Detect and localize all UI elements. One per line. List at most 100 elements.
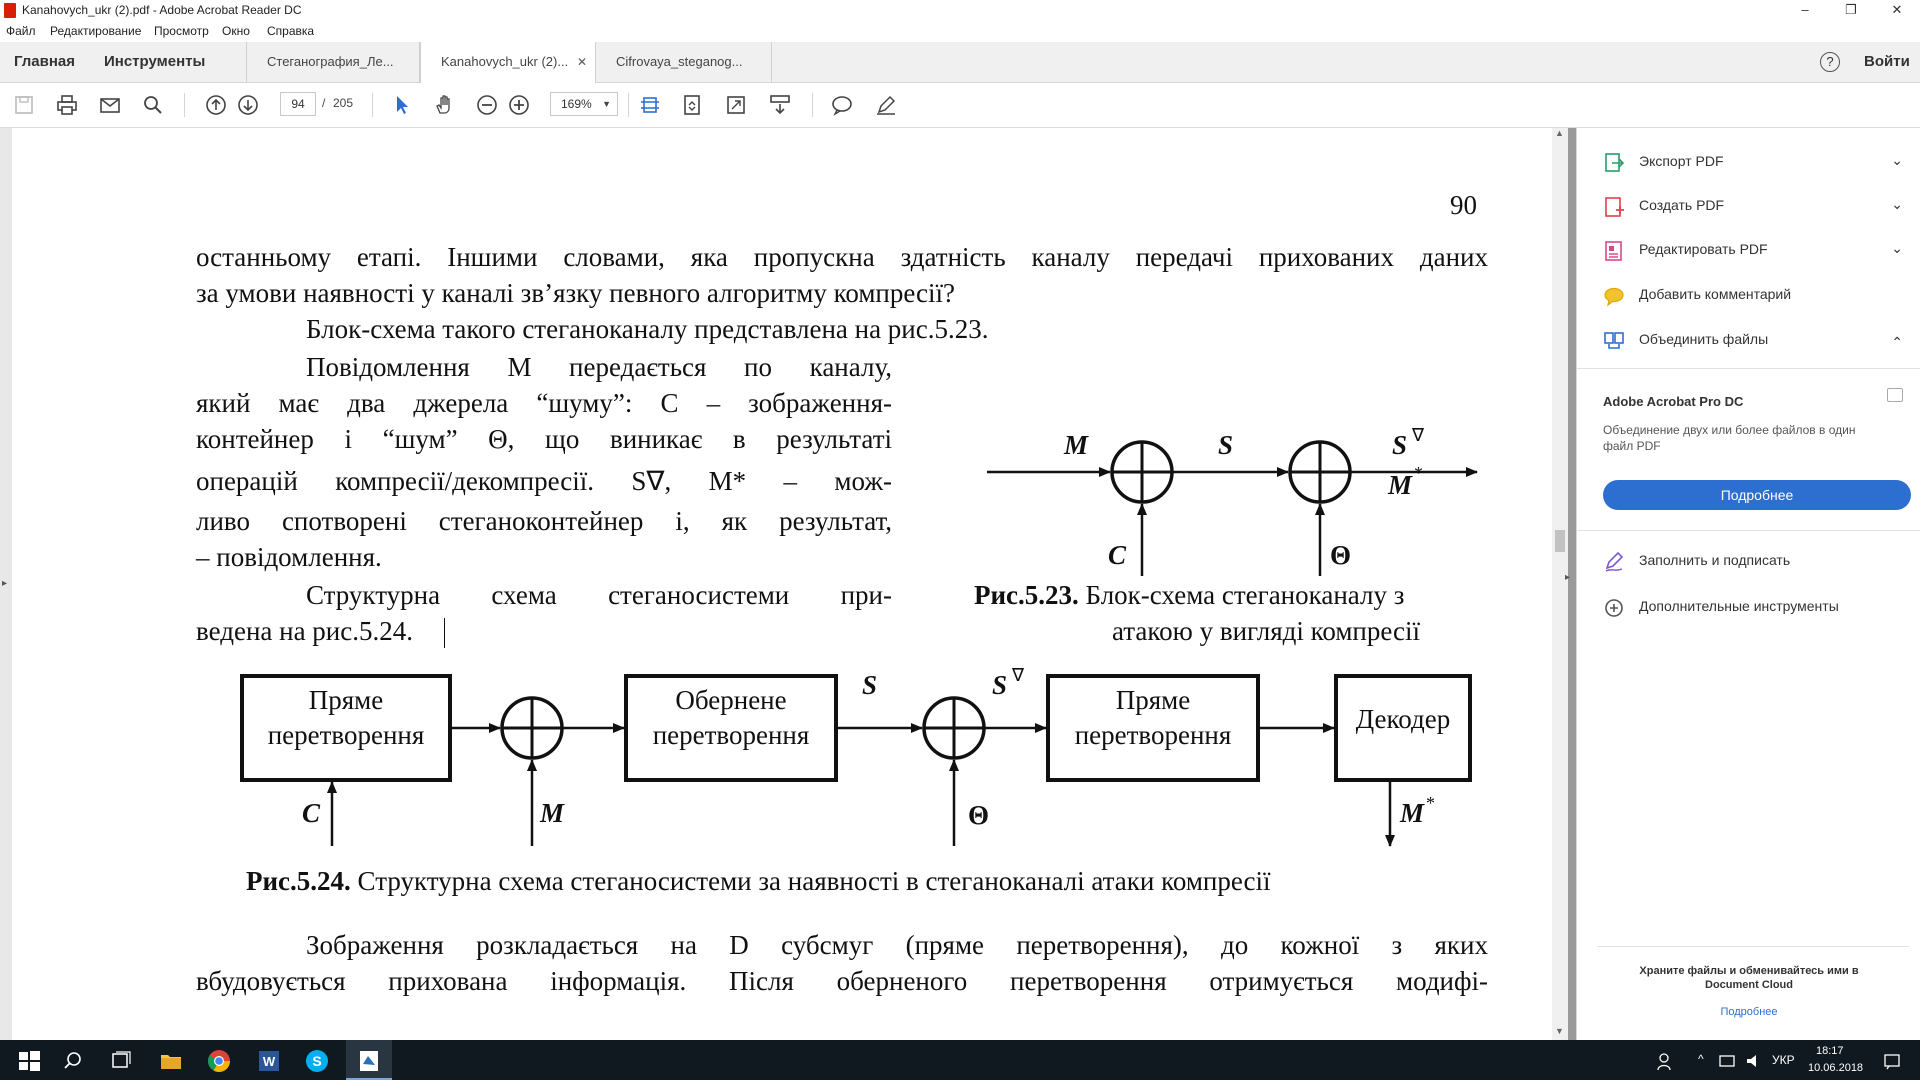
- promo-text: Объединение двух или более файлов в один…: [1603, 423, 1856, 453]
- close-button[interactable]: ✕: [1891, 2, 1903, 17]
- word-icon[interactable]: W: [256, 1048, 282, 1074]
- comment-bubble-icon: [1604, 287, 1624, 307]
- tab-document[interactable]: Cifrovaya_steganog...: [596, 42, 772, 82]
- tool-label: Экспорт PDF: [1639, 153, 1724, 169]
- zoom-in-icon[interactable]: [507, 93, 531, 117]
- chevron-up-icon[interactable]: ⌃: [1891, 334, 1903, 350]
- combine-files-icon: [1604, 332, 1624, 349]
- tab-document-active[interactable]: Kanahovych_ukr (2)... ✕: [420, 42, 596, 83]
- tool-export-pdf[interactable]: Экспорт PDF ⌄: [1603, 144, 1903, 180]
- star-superscript: *: [1414, 463, 1423, 483]
- title-bar: Kanahovych_ukr (2).pdf - Adobe Acrobat R…: [0, 0, 1920, 22]
- search-icon[interactable]: [141, 93, 165, 117]
- full-screen-icon[interactable]: [724, 93, 748, 117]
- comment-icon[interactable]: [830, 93, 854, 117]
- save-icon[interactable]: [12, 93, 36, 117]
- rotate-icon[interactable]: [680, 93, 704, 117]
- zoom-value: 169%: [561, 97, 592, 111]
- chevron-up-icon[interactable]: ^: [1698, 1052, 1704, 1066]
- page-number: 90: [1450, 190, 1477, 220]
- sign-in-button[interactable]: Войти: [1864, 53, 1910, 70]
- scroll-up-icon[interactable]: ▲: [1555, 128, 1564, 138]
- tool-fill-sign[interactable]: Заполнить и подписать: [1603, 543, 1903, 579]
- fit-page-icon[interactable]: [638, 93, 662, 117]
- scroll-mode-icon[interactable]: [768, 93, 792, 117]
- chrome-icon[interactable]: [206, 1048, 232, 1074]
- clock-date[interactable]: 10.06.2018: [1808, 1062, 1864, 1074]
- tab-document-label: Стеганография_Ле...: [267, 54, 394, 69]
- tab-document[interactable]: Стеганография_Ле...: [246, 42, 420, 82]
- divider: [1597, 946, 1909, 947]
- chevron-down-icon[interactable]: ⌄: [1891, 152, 1903, 168]
- zoom-out-icon[interactable]: [475, 93, 499, 117]
- label-M-star: M: [1388, 470, 1413, 500]
- notifications-icon[interactable]: [1882, 1048, 1902, 1074]
- help-icon[interactable]: ?: [1820, 52, 1840, 72]
- chevron-down-icon[interactable]: ⌄: [1891, 240, 1903, 256]
- text-line: Структурна схема стеганосистеми при-: [306, 580, 892, 610]
- zoom-select[interactable]: 169% ▼: [550, 92, 618, 116]
- print-icon[interactable]: [55, 93, 79, 117]
- left-pane-toggle[interactable]: ▸: [0, 128, 12, 1040]
- text-line: – повідомлення.: [196, 542, 382, 572]
- maximize-button[interactable]: ❐: [1845, 2, 1857, 17]
- toolbar-divider: [628, 93, 629, 117]
- label-M: M: [1064, 430, 1089, 460]
- menu-help[interactable]: Справка: [267, 24, 315, 38]
- file-explorer-icon[interactable]: [158, 1048, 184, 1074]
- tool-label: Заполнить и подписать: [1639, 552, 1791, 568]
- acrobat-pdf-icon: [4, 3, 16, 18]
- tab-tools[interactable]: Инструменты: [104, 53, 206, 70]
- input-language[interactable]: УКР: [1772, 1053, 1795, 1067]
- tool-more-tools[interactable]: Дополнительные инструменты: [1603, 589, 1903, 625]
- volume-icon[interactable]: [1744, 1048, 1764, 1074]
- scroll-down-icon[interactable]: ▼: [1555, 1026, 1564, 1036]
- network-icon[interactable]: [1718, 1048, 1738, 1074]
- task-view-icon[interactable]: [108, 1048, 134, 1074]
- next-page-icon[interactable]: [236, 93, 260, 117]
- menu-edit[interactable]: Редактирование: [50, 24, 142, 38]
- toolbar-divider: [184, 93, 185, 117]
- learn-more-button[interactable]: Подробнее: [1603, 480, 1911, 510]
- figure-5-24-diagram: [240, 674, 1472, 847]
- menu-window[interactable]: Окно: [222, 24, 250, 38]
- menu-file[interactable]: Файл: [6, 24, 36, 38]
- tool-combine-files[interactable]: Объединить файлы ⌃: [1603, 322, 1903, 358]
- document-cloud-text: Храните файлы и обменивайтесь ими в Docu…: [1639, 965, 1859, 991]
- promo-dismiss-icon[interactable]: [1887, 388, 1903, 402]
- tab-document-label: Cifrovaya_steganog...: [616, 54, 743, 69]
- toolbar-divider: [812, 93, 813, 117]
- scrollbar-thumb[interactable]: [1555, 530, 1565, 552]
- figure-5-23-caption-line2: атакою у вигляді компресії: [1112, 616, 1421, 646]
- windows-start-icon[interactable]: [16, 1048, 42, 1074]
- chevron-down-icon[interactable]: ⌄: [1891, 196, 1903, 212]
- highlight-pen-icon[interactable]: [874, 93, 898, 117]
- collapse-pane-icon[interactable]: ▸: [1565, 572, 1571, 583]
- text-line: ливо спотворені стеганоконтейнер і, як р…: [196, 506, 892, 536]
- label-M-star: M: [1400, 798, 1425, 828]
- select-cursor-icon[interactable]: [390, 93, 414, 117]
- minimize-button[interactable]: –: [1801, 2, 1809, 17]
- acrobat-taskbar-button[interactable]: [346, 1040, 392, 1080]
- menu-view[interactable]: Просмотр: [154, 24, 209, 38]
- search-icon[interactable]: [60, 1048, 86, 1074]
- people-icon[interactable]: [1656, 1048, 1676, 1074]
- document-cloud-link[interactable]: Подробнее: [1720, 1006, 1778, 1018]
- tool-edit-pdf[interactable]: Редактировать PDF ⌄: [1603, 232, 1903, 268]
- vertical-scrollbar[interactable]: ▲ ▼: [1552, 128, 1568, 1040]
- label-S-nabla: S: [1392, 430, 1408, 460]
- tab-home[interactable]: Главная: [14, 53, 76, 70]
- text-line: ведена на рис.5.24.: [196, 616, 413, 646]
- tool-label: Дополнительные инструменты: [1639, 598, 1839, 614]
- close-icon[interactable]: ✕: [576, 55, 587, 69]
- tool-add-comment[interactable]: Добавить комментарий: [1603, 277, 1903, 313]
- mail-icon[interactable]: [98, 93, 122, 117]
- previous-page-icon[interactable]: [204, 93, 228, 117]
- box-direct-transform-2-line1: Пряме: [1115, 685, 1191, 715]
- document-viewer[interactable]: ▸ 90 останньому етапі. Іншими словами, я…: [0, 128, 1576, 1040]
- page-number-input[interactable]: 94: [280, 92, 316, 116]
- tool-create-pdf[interactable]: Создать PDF ⌄: [1603, 188, 1903, 224]
- clock-time[interactable]: 18:17: [1816, 1045, 1844, 1057]
- hand-tool-icon[interactable]: [432, 93, 456, 117]
- skype-icon[interactable]: S: [304, 1048, 330, 1074]
